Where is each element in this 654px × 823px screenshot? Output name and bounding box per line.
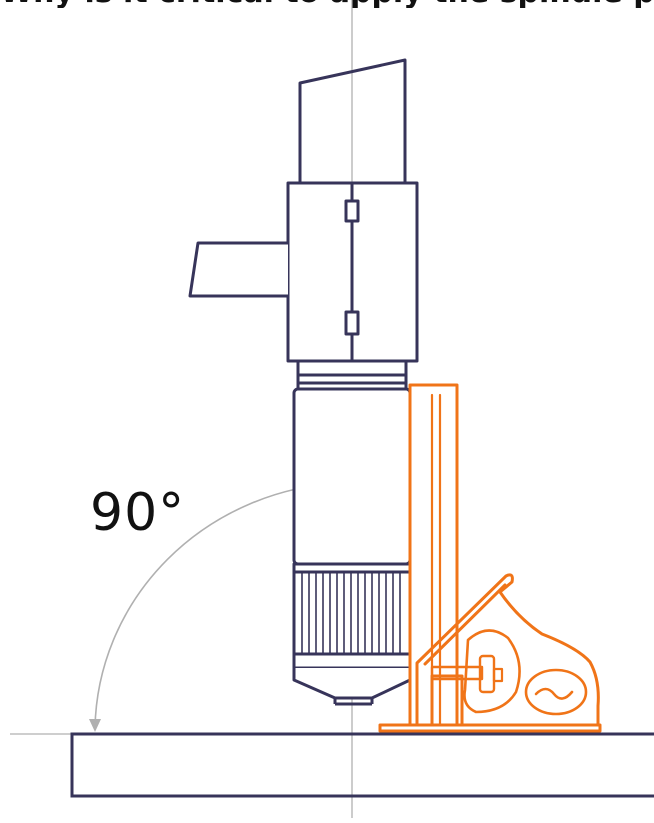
- square-level-vial: [524, 668, 588, 716]
- knurl-lines: [301, 572, 401, 654]
- angle-label: 90°: [90, 483, 186, 543]
- head-clip-bottom: [344, 310, 360, 336]
- square-knob-stem: [430, 665, 484, 681]
- square-head: [415, 573, 600, 727]
- combination-square-icon: [378, 383, 602, 733]
- drill-spindle-icon: [188, 58, 419, 706]
- spindle-tip: [292, 668, 412, 700]
- head-clip-top: [344, 199, 360, 223]
- square-window: [463, 629, 521, 714]
- cropped-heading: Why is it critical to apply the spindle …: [0, 0, 654, 8]
- arc-arrowhead-bottom: [89, 719, 101, 732]
- workpiece-base: [70, 732, 654, 798]
- spindle-top: [298, 58, 407, 183]
- square-base: [378, 723, 602, 733]
- spindle-side-handle: [188, 241, 288, 298]
- spindle-barrel: [292, 387, 412, 566]
